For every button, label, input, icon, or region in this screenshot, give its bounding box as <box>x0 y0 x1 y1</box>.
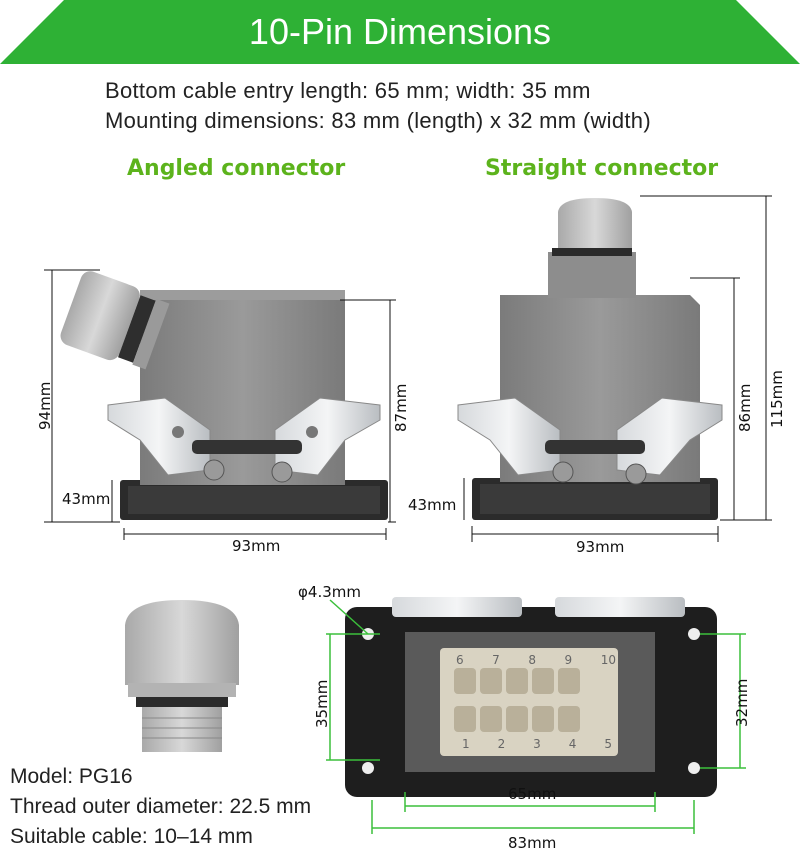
insert-height-label: 35mm <box>313 679 331 728</box>
angled-base-label: 43mm <box>62 490 111 508</box>
pin-row-bottom: 1 2 3 4 5 <box>462 737 612 751</box>
angled-height2-label: 87mm <box>392 383 410 432</box>
page-title: 10-Pin Dimensions <box>248 11 552 52</box>
pin-number: 2 <box>497 737 506 751</box>
gland-model: Model: PG16 <box>10 765 133 788</box>
insert-panel-image <box>345 597 717 797</box>
pin-number: 7 <box>492 653 500 667</box>
cable-gland-image <box>125 600 239 752</box>
straight-connector-image <box>457 198 723 520</box>
angled-connector-image <box>60 271 388 520</box>
mount-height-label: 32mm <box>733 678 751 727</box>
gland-thread-diameter: Thread outer diameter: 22.5 mm <box>10 795 312 818</box>
outer-width-label: 83mm <box>508 834 557 852</box>
straight-total-label: 115mm <box>768 370 786 428</box>
straight-base-label: 43mm <box>408 496 457 514</box>
spec-line-mounting: Mounting dimensions: 83 mm (length) x 32… <box>105 108 651 133</box>
angled-connector-title: Angled connector <box>127 156 346 181</box>
angled-width-label: 93mm <box>232 537 281 555</box>
pin-number: 1 <box>462 737 470 751</box>
pin-row-top: 6 7 8 9 10 <box>456 653 616 667</box>
inner-width-label: 65mm <box>508 785 557 803</box>
straight-height-label: 86mm <box>736 383 754 432</box>
pin-number: 10 <box>600 653 616 667</box>
pin-number: 6 <box>456 653 464 667</box>
straight-dimension-lines <box>463 195 772 542</box>
pin-number: 4 <box>568 737 577 751</box>
header-banner <box>0 0 800 64</box>
pin-number: 5 <box>604 737 612 751</box>
angled-height-label: 94mm <box>36 381 54 430</box>
pin-number: 8 <box>528 653 536 667</box>
angled-dimension-lines <box>44 269 396 540</box>
insert-dimension-lines <box>326 599 746 834</box>
gland-suitable-cable: Suitable cable: 10–14 mm <box>10 825 253 848</box>
spec-line-cable-entry: Bottom cable entry length: 65 mm; width:… <box>105 78 591 103</box>
straight-connector-title: Straight connector <box>485 156 719 181</box>
pin-number: 9 <box>564 653 573 667</box>
hole-diameter-label: φ4.3mm <box>298 583 361 601</box>
pin-number: 3 <box>533 737 541 751</box>
straight-width-label: 93mm <box>576 538 625 556</box>
